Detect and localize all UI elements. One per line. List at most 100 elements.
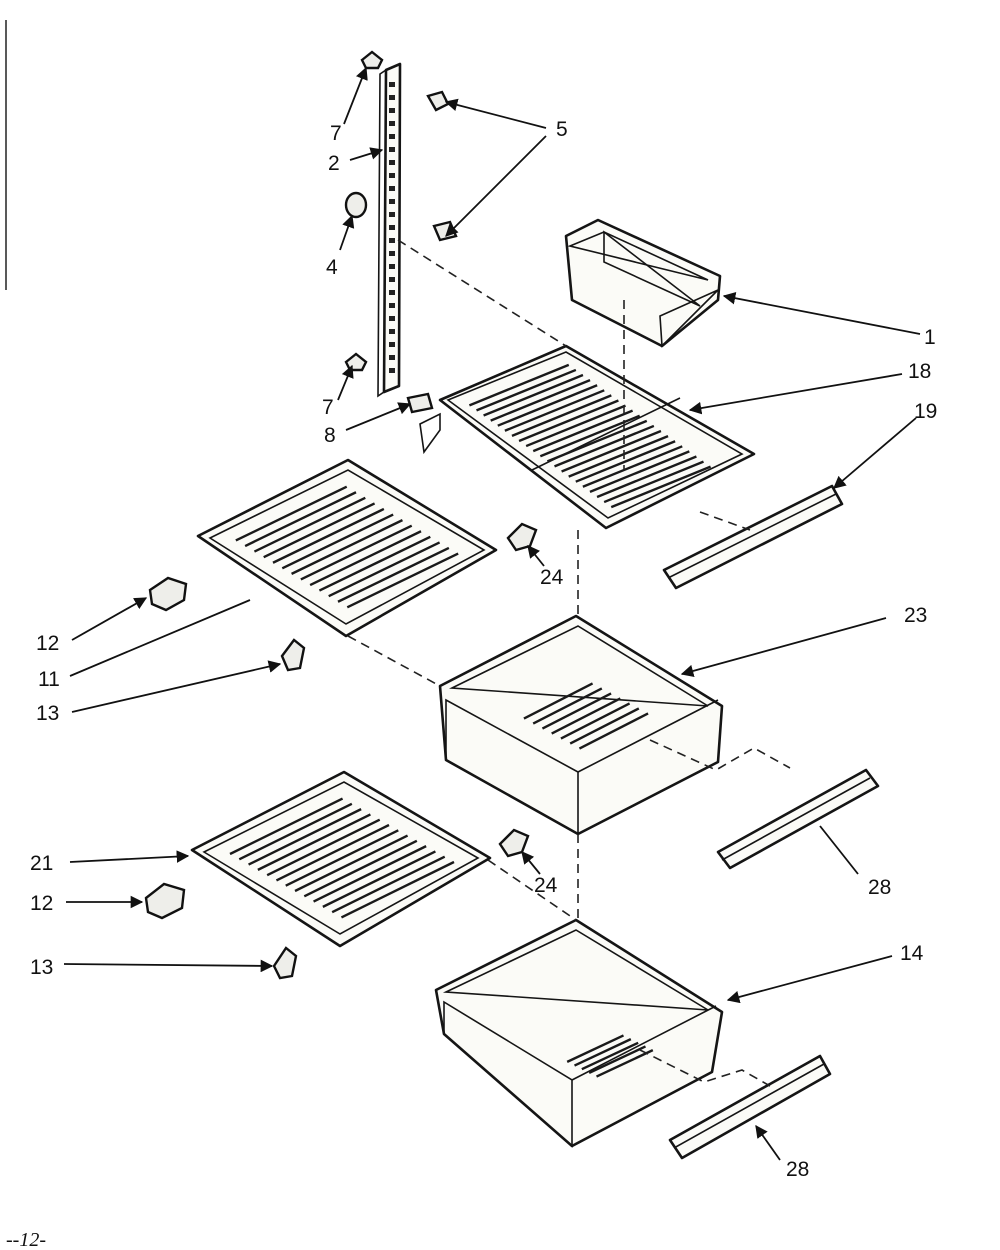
crisper-drawer-lower [434, 918, 724, 1148]
callout-11: 11 [38, 668, 60, 691]
shelf-rib [532, 687, 603, 725]
shelf-rib [490, 379, 591, 422]
callout-5: 5 [556, 118, 568, 141]
callout-24-upper: 24 [540, 566, 564, 589]
shelf-rib [566, 1034, 625, 1063]
shelf-rib [589, 450, 690, 493]
crisper-drawer-upper [438, 614, 724, 836]
shelf-rib [291, 519, 403, 575]
page-number: --12- [6, 1229, 46, 1250]
shelf-rib [318, 535, 431, 592]
shelf-rib [476, 368, 577, 412]
alignment-lines [347, 239, 791, 1087]
shelf-rib [309, 530, 422, 587]
shelf-rib [331, 855, 446, 914]
rail-slot [389, 355, 395, 360]
drawer-trim-upper [716, 768, 880, 870]
shelf-rib [248, 808, 362, 866]
shelf-rib [238, 802, 353, 861]
callout-13-upper: 13 [36, 702, 59, 725]
shelf-clip-left-lower [144, 882, 186, 920]
shelf-rib [575, 440, 676, 483]
callout-14: 14 [900, 942, 924, 965]
shelf-rib [275, 823, 390, 882]
callout-21: 21 [30, 852, 53, 875]
shelf-rib [235, 485, 348, 542]
rail-slot [389, 303, 395, 308]
shelf-rib [300, 524, 413, 581]
rail-slot [389, 82, 395, 87]
rail-slot [389, 108, 395, 113]
rail-slot [389, 121, 395, 126]
shelf-rib [578, 712, 649, 750]
rail-slot [389, 238, 395, 243]
callout-23: 23 [904, 604, 927, 627]
rail-slot [389, 251, 395, 256]
callout-28-lower: 28 [786, 1158, 809, 1181]
shelf-rib [285, 829, 399, 887]
shelf-rib [322, 850, 436, 908]
shelf-rib [532, 409, 634, 453]
shelf-rib [483, 373, 584, 417]
shelf-rib [303, 839, 418, 898]
shelf-rib [568, 435, 669, 478]
shelf-rib [541, 692, 612, 730]
shelf-rib [573, 1038, 632, 1067]
rail-slot [389, 212, 395, 217]
rail-slot [389, 173, 395, 178]
shelf-rib [328, 541, 441, 598]
callout-8: 8 [324, 424, 336, 447]
callout-12-upper: 12 [36, 632, 59, 655]
shelf-rib [569, 707, 640, 745]
shelf-rib [582, 445, 683, 488]
shelf-rib [511, 394, 612, 437]
shelf-rib [272, 507, 385, 564]
shelf-rib [603, 460, 704, 504]
rail-slot [389, 199, 395, 204]
shelf-rib [561, 429, 662, 473]
rail-slot [389, 264, 395, 269]
shelf-rib [281, 513, 394, 570]
shelf-support-right-lower [498, 828, 530, 858]
rail-slot [389, 368, 395, 373]
shelf-rib [497, 384, 598, 427]
shelf-rib [257, 813, 371, 871]
rail-screw [406, 392, 434, 414]
upper-shelf [419, 344, 756, 530]
rail-end-cap-top [360, 50, 384, 70]
shelf-clip-left-upper [148, 576, 188, 612]
crisper-cover-shelf-upper [196, 458, 498, 638]
rail-slot [389, 147, 395, 152]
crisper-cover-shelf-lower [190, 770, 492, 948]
shelf-rib [468, 363, 570, 407]
dairy-bin [564, 218, 722, 348]
shelf-rib [523, 682, 594, 720]
rail-slot [389, 342, 395, 347]
shelf-support-right-upper [506, 522, 538, 552]
callout-24-lower: 24 [534, 874, 558, 897]
rail-slot [389, 290, 395, 295]
shelf-rib [551, 697, 621, 735]
rail-slot [389, 186, 395, 191]
shelf-rib [595, 1049, 654, 1078]
shelf-support-upper [280, 638, 306, 672]
callout-12-lower: 12 [30, 892, 53, 915]
shelf-rib [294, 834, 409, 893]
shelf-rib [266, 818, 381, 877]
shelf-rib [596, 455, 697, 499]
shelf-rib [610, 465, 712, 509]
shelf-rib [263, 502, 376, 559]
callout-13-lower: 13 [30, 956, 53, 979]
rail-bracket [344, 191, 368, 219]
shelf-rib [560, 702, 631, 740]
shelf-rib [588, 1045, 647, 1074]
rail-slot [389, 95, 395, 100]
shelf-ladder-rail [377, 62, 402, 398]
drawer-trim-lower [668, 1054, 832, 1160]
shelf-rib [504, 389, 605, 432]
rail-end-cap-bottom [344, 352, 368, 372]
callout-labels: 7 2 5 4 1 18 7 19 8 24 23 12 11 13 21 24… [30, 118, 937, 1181]
shelf-rib [253, 496, 366, 553]
shelf-rib [581, 1041, 639, 1071]
